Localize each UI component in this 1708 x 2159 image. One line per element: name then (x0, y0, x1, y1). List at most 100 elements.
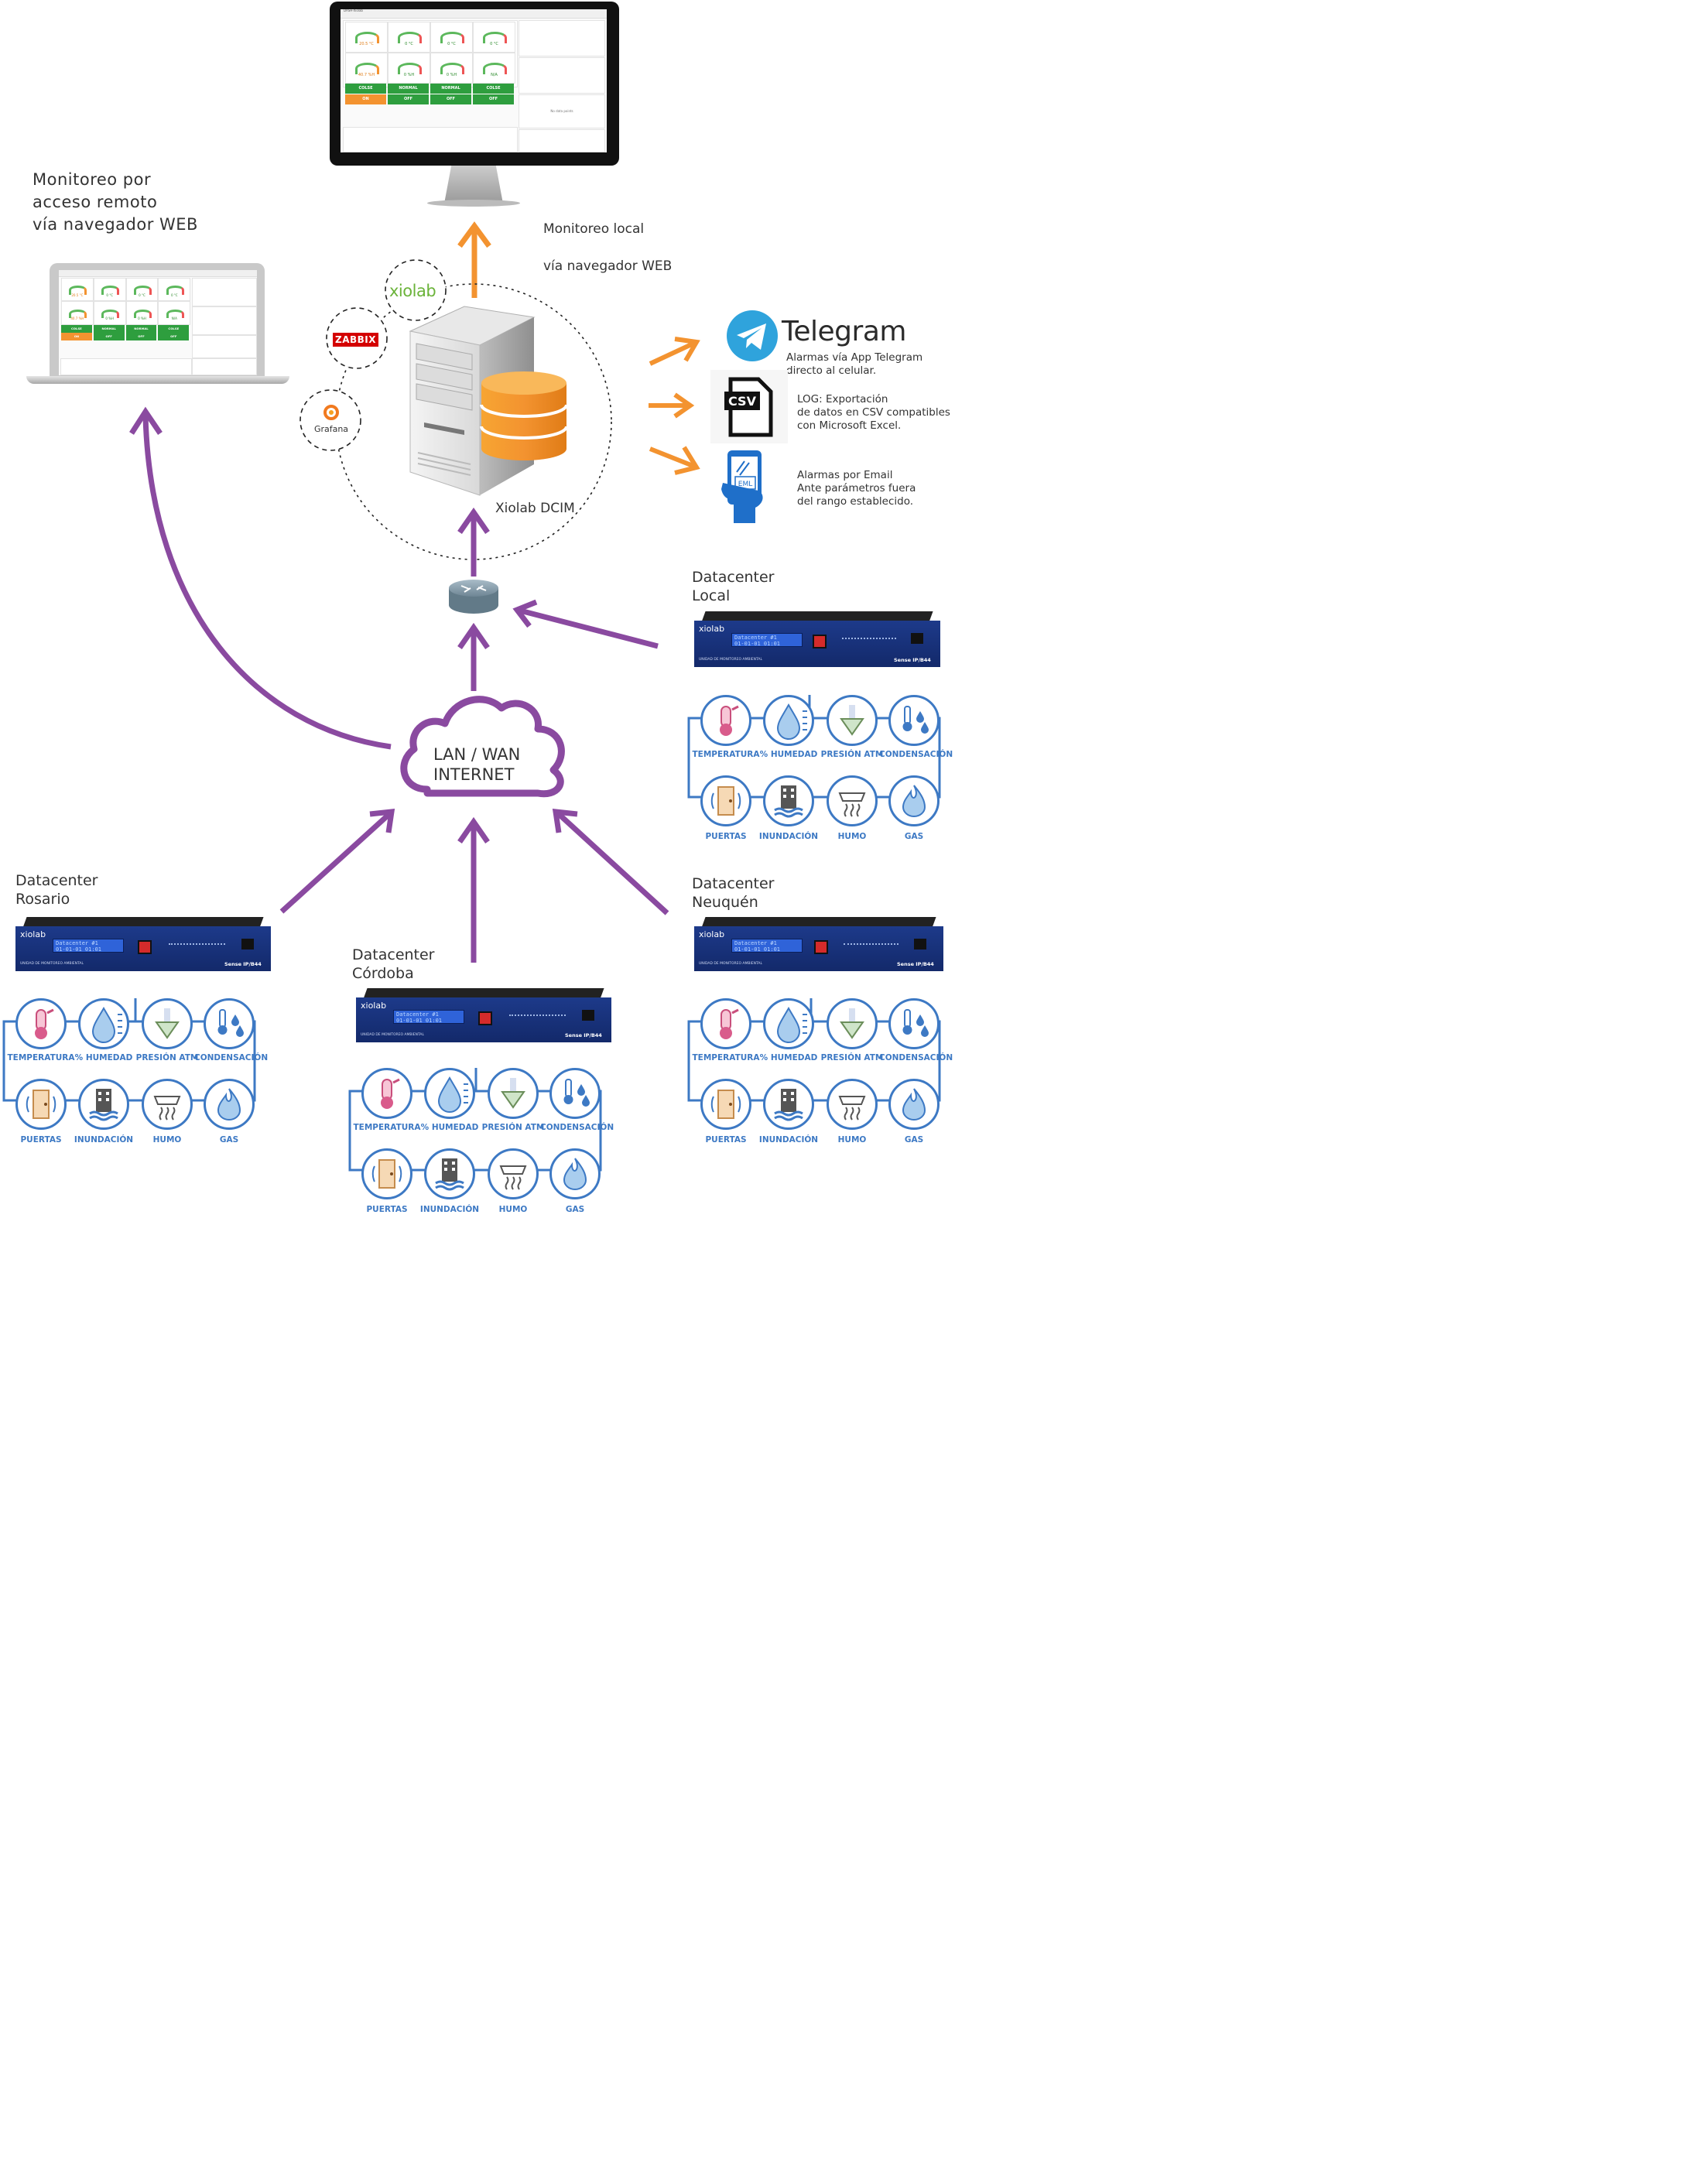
sensor-flood-icon (78, 1079, 129, 1130)
pressure-panel: No data points (519, 94, 605, 128)
sensor-pres-icon (827, 695, 878, 746)
gauge-arc (355, 63, 379, 75)
mute-button[interactable] (813, 940, 828, 954)
gauge-tile: 0 °C (125, 278, 159, 302)
sensor-grid-local: TEMPERATURA % HUMEDAD PRESIÓN ATM CONDEN… (687, 695, 953, 850)
monitor-base (427, 200, 520, 207)
sensor-flood-icon (763, 775, 814, 826)
sensor-pres-icon (827, 998, 878, 1049)
database-icon (480, 371, 568, 460)
sensor-grid-neuquen: TEMPERATURA % HUMEDAD PRESIÓN ATM CONDEN… (687, 998, 953, 1153)
mute-button[interactable] (138, 940, 152, 954)
sensor-temp-icon (700, 695, 751, 746)
gauge-tile: 0 %H (125, 301, 159, 325)
device-lcd: Datacenter #1 01-01-01 01:01 (731, 633, 803, 647)
rj45-port (582, 1010, 594, 1021)
sensor-label: PUERTAS (366, 1205, 408, 1214)
sensor-cond-icon (204, 998, 255, 1049)
device-model: Sense IP/B44 (894, 657, 931, 663)
table-panel (343, 127, 518, 152)
gauge-tile: 0 °C (388, 22, 430, 53)
sensor-door-icon (15, 1079, 67, 1130)
sensor-label: % HUMEDAD (74, 1053, 133, 1062)
sensor-gas-icon (888, 1079, 940, 1130)
status-tile: NORMAL (125, 324, 157, 333)
sensor-label: PUERTAS (705, 832, 747, 841)
sensor-label: PRESIÓN ATM (481, 1123, 545, 1132)
sensor-label: GAS (565, 1205, 585, 1214)
status-tile: OFF (158, 333, 190, 341)
dashboard-title: DASH-Xiolab (341, 9, 607, 19)
sensor-temp-icon (361, 1068, 412, 1119)
device-model: Sense IP/B44 (897, 961, 934, 967)
device-model: Sense IP/B44 (565, 1032, 602, 1038)
gauge-tile: 0 %H (388, 53, 430, 84)
gauge-arc (133, 309, 152, 318)
telegram-title: Telegram (782, 316, 906, 347)
sensor-wiring (2, 998, 256, 1102)
sensor-cond-icon (888, 695, 940, 746)
gauge-value: 20.5 °C (71, 293, 84, 297)
device-lcd: Datacenter #1 01-01-01 01:01 (53, 939, 124, 953)
xiolab-logo: xiolab (389, 282, 436, 300)
sensor-label: TEMPERATURA (692, 750, 760, 759)
hum-chart-panel (519, 57, 605, 94)
monitor-stand (444, 166, 503, 203)
monitoring-device-cordoba: xiolab Datacenter #1 01-01-01 01:01 Sens… (356, 988, 611, 1042)
sensor-door-icon (700, 1079, 751, 1130)
sensor-flood-icon (424, 1148, 475, 1199)
gauge-arc (440, 32, 464, 44)
device-brand: xiolab (20, 929, 46, 939)
gauge-tile: 20.5 °C (345, 22, 388, 53)
gauge-tile: 20.5 °C (61, 278, 94, 302)
device-model: Sense IP/B44 (224, 961, 262, 967)
device-brand: xiolab (699, 929, 725, 939)
status-tile: ON (345, 94, 386, 104)
status-tile: COLSE (473, 84, 514, 94)
gauge-value: 0 °C (106, 293, 114, 297)
gauge-arc (69, 286, 87, 295)
sensor-smoke-icon (827, 1079, 878, 1130)
phone-email-icon: EML (721, 450, 763, 523)
datacenter-cordoba-title: Datacenter Córdoba (352, 946, 435, 982)
trend-panel (519, 129, 605, 152)
sensor-temp-icon (700, 998, 751, 1049)
gauge-arc (398, 63, 422, 75)
gauge-arc (69, 309, 87, 318)
status-tile: COLSE (158, 324, 190, 333)
gauge-arc (483, 32, 507, 44)
relay-leds (169, 943, 225, 947)
laptop-base (26, 376, 289, 384)
gauge-arc (166, 286, 184, 295)
device-subtitle: UNIDAD DE MONITOREO AMBIENTAL (361, 1033, 425, 1037)
sensor-label: GAS (904, 832, 924, 841)
sensor-label: HUMO (152, 1135, 182, 1145)
sensor-label: CONDENSACIÓN (879, 1053, 953, 1062)
sensor-label: TEMPERATURA (692, 1053, 760, 1062)
diagram-canvas (129, 221, 700, 963)
local-monitoring-label: Monitoreo local vía navegador WEB (543, 221, 673, 274)
gauge-tile: 0 °C (93, 278, 126, 302)
status-tile: OFF (93, 333, 125, 341)
status-tile: OFF (473, 94, 514, 104)
sensor-flood-icon (763, 1079, 814, 1130)
sensor-label: PRESIÓN ATM (135, 1053, 199, 1062)
sensor-label: HUMO (837, 832, 867, 841)
gauge-tile: N/A (473, 53, 515, 84)
sensor-label: GAS (219, 1135, 239, 1145)
sensor-label: CONDENSACIÓN (194, 1053, 269, 1062)
status-tile: NORMAL (430, 84, 471, 94)
gauge-value: 0 %H (403, 72, 415, 77)
gauge-tile: 0 °C (158, 278, 191, 302)
gauge-arc (101, 286, 120, 295)
monitoring-device-local: xiolab Datacenter #1 01-01-01 01:01 Sens… (694, 611, 940, 667)
relay-leds (509, 1014, 566, 1018)
mute-button[interactable] (812, 635, 827, 648)
remote-monitoring-label: Monitoreo por acceso remoto vía navegado… (33, 170, 198, 234)
telegram-block: Telegram Alarmas vía App Telegram direct… (726, 310, 950, 379)
temp-chart-panel (519, 20, 605, 56)
mute-button[interactable] (478, 1011, 493, 1025)
gauge-tile: N/A (158, 301, 191, 325)
gauge-tile: 0 %H (93, 301, 126, 325)
